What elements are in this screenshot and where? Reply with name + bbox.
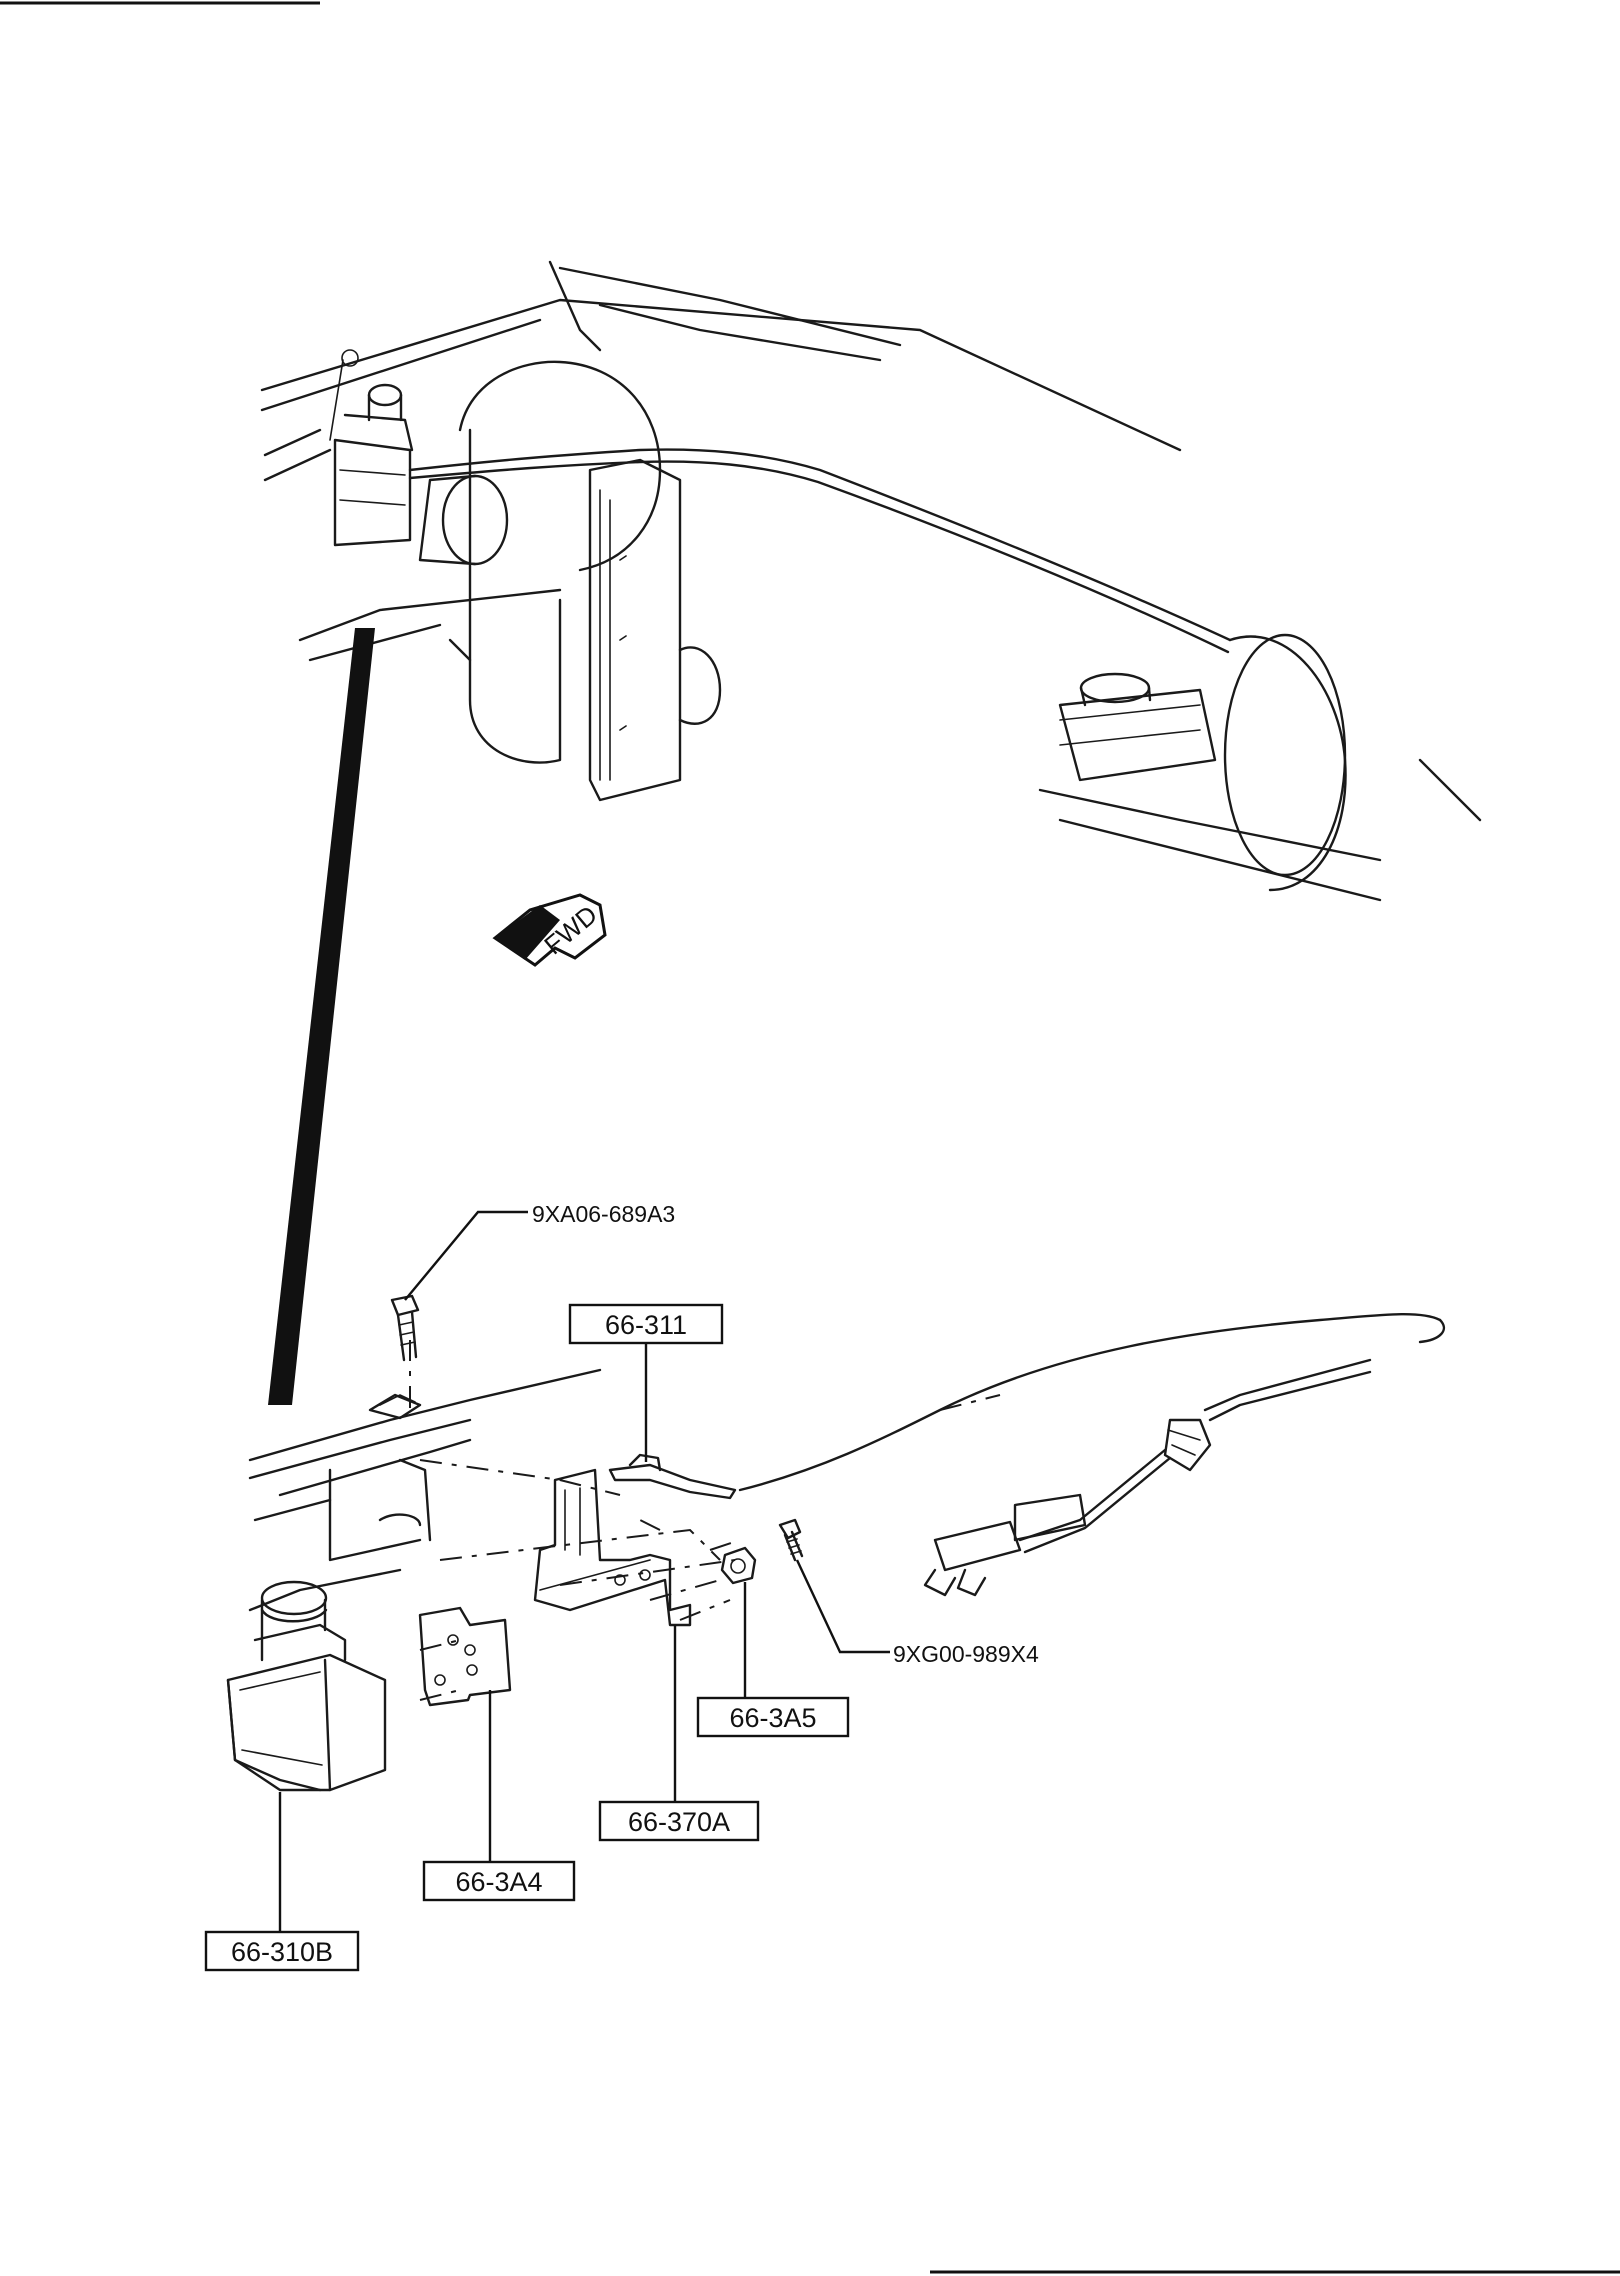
part-number-label: 66-310B <box>231 1937 333 1967</box>
part-number-label: 66-3A5 <box>729 1703 816 1733</box>
vehicle-overview-illustration <box>260 260 1482 902</box>
callout-66-3a5: 66-3A5 <box>696 1582 850 1738</box>
callout-9xg00-989x4: 9XG00-989X4 <box>795 1559 1039 1667</box>
part-number-label: 66-370A <box>628 1807 730 1837</box>
exploded-detail-illustration <box>226 1294 1446 1792</box>
callout-66-311: 66-311 <box>568 1303 724 1462</box>
part-number-label: 66-3A4 <box>455 1867 542 1897</box>
part-number-label: 9XG00-989X4 <box>893 1641 1039 1667</box>
callout-66-370a: 66-370A <box>598 1625 760 1842</box>
callout-66-3a4: 66-3A4 <box>422 1690 576 1902</box>
callout-66-310b: 66-310B <box>204 1792 360 1972</box>
part-number-label: 9XA06-689A3 <box>532 1201 675 1227</box>
detail-pointer-wedge <box>268 628 375 1405</box>
part-number-label: 66-311 <box>605 1310 687 1340</box>
fwd-direction-arrow: FWD <box>492 893 607 967</box>
callout-9xa06-689a3: 9XA06-689A3 <box>404 1201 675 1301</box>
